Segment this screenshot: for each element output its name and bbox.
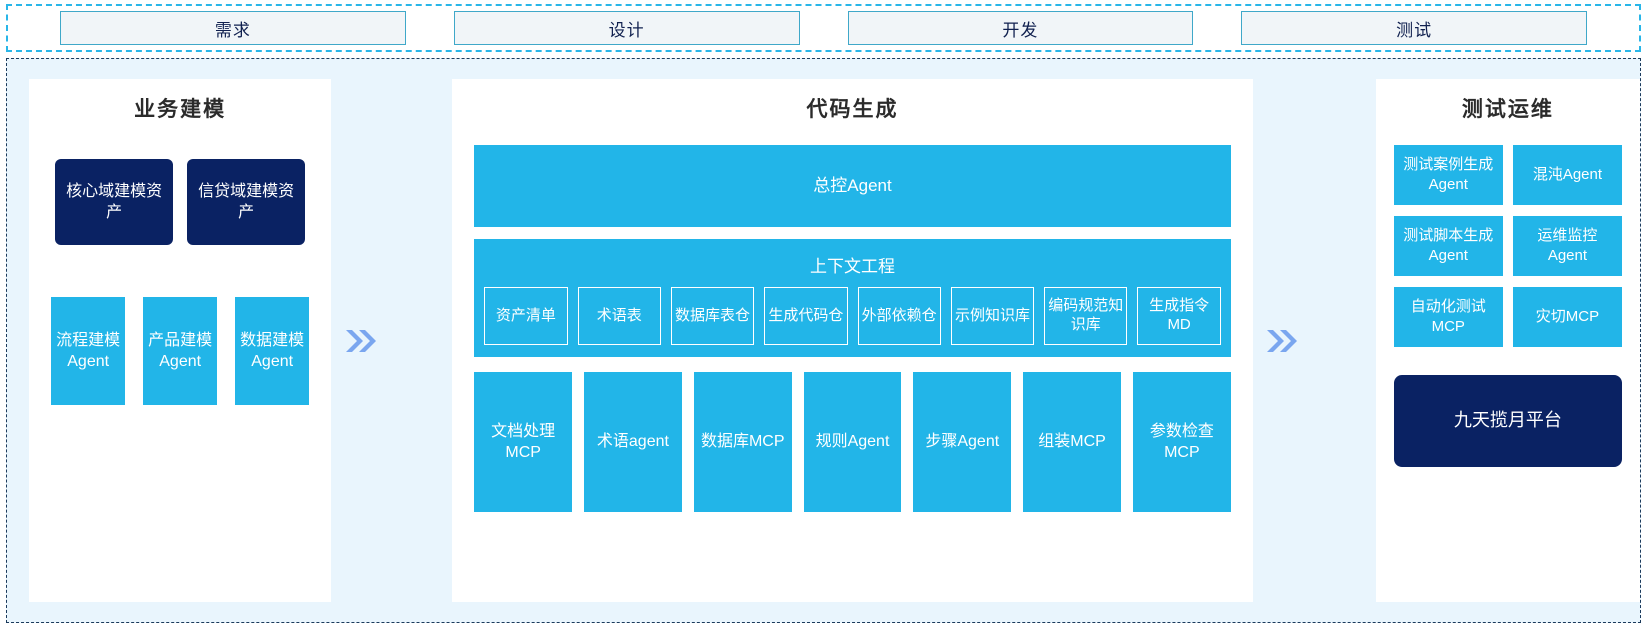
phase-box-testing[interactable]: 测试: [1241, 11, 1587, 45]
main-region: 业务建模 核心域建模资产 信贷域建模资产 流程建模Agent 产品建模Agent…: [6, 58, 1641, 623]
phase-box-development[interactable]: 开发: [847, 11, 1194, 45]
panel-title: 业务建模: [134, 98, 227, 121]
context-item-label: 编码规范知识库: [1048, 297, 1124, 333]
business-agent-group: 流程建模Agent 产品建模Agent 数据建模Agent: [29, 297, 331, 405]
platform-label: 九天揽月平台: [1453, 410, 1562, 431]
agent-data-modeling[interactable]: 数据建模Agent: [235, 297, 310, 405]
agent-process-modeling[interactable]: 流程建模Agent: [51, 297, 126, 405]
context-item-generated-code-repo[interactable]: 生成代码仓: [764, 287, 848, 345]
panel-code-generation: 代码生成 总控Agent 上下文工程 资产清单 术语表: [452, 79, 1253, 602]
asset-label: 核心域建模资产: [66, 182, 163, 221]
phase-box-requirements[interactable]: 需求: [60, 11, 406, 45]
context-item-generation-instruction-md[interactable]: 生成指令MD: [1137, 287, 1221, 345]
tool-assembly-mcp[interactable]: 组装MCP: [1023, 372, 1121, 512]
context-item-glossary[interactable]: 术语表: [577, 287, 661, 345]
code-generation-body: 总控Agent 上下文工程 资产清单 术语表 数据库表仓: [452, 145, 1253, 512]
context-item-label: 数据库表仓: [675, 306, 751, 324]
tool-label: 文档处理MCP: [491, 422, 556, 461]
asset-core-domain[interactable]: 核心域建模资产: [55, 159, 174, 245]
context-item-asset-list[interactable]: 资产清单: [484, 287, 568, 345]
tool-label: 规则Agent: [815, 433, 890, 451]
context-item-label: 外部依赖仓: [861, 306, 937, 324]
agent-label: 产品建模Agent: [148, 331, 213, 370]
context-item-db-table-repo[interactable]: 数据库表仓: [670, 287, 755, 345]
test-script-generation-agent[interactable]: 测试脚本生成Agent: [1393, 216, 1503, 276]
tool-parameter-check-mcp[interactable]: 参数检查MCP: [1132, 372, 1231, 512]
context-item-label: 生成指令MD: [1149, 297, 1210, 333]
operations-monitoring-agent[interactable]: 运维监控Agent: [1512, 216, 1622, 276]
context-item-label: 生成代码仓: [768, 306, 844, 324]
tool-group: 文档处理MCP 术语agent 数据库MCP 规则Agent 步骤Agent: [474, 372, 1231, 512]
phase-label: 测试: [1396, 20, 1433, 40]
context-item-label: 示例知识库: [954, 306, 1030, 324]
context-item-coding-standard-knowledge-base[interactable]: 编码规范知识库: [1044, 287, 1128, 345]
double-chevron-right-icon: [331, 59, 390, 622]
asset-credit-domain[interactable]: 信贷域建模资产: [187, 159, 306, 245]
tool-step-agent[interactable]: 步骤Agent: [913, 372, 1012, 512]
disaster-switch-mcp[interactable]: 灾切MCP: [1512, 287, 1622, 347]
chaos-agent[interactable]: 混沌Agent: [1512, 145, 1622, 205]
tool-label: 数据库MCP: [700, 433, 785, 451]
tool-document-processing-mcp[interactable]: 文档处理MCP: [474, 372, 573, 512]
master-agent-label: 总控Agent: [813, 175, 892, 195]
tool-glossary-agent[interactable]: 术语agent: [584, 372, 682, 512]
item-label: 运维监控Agent: [1537, 226, 1598, 264]
context-item-label: 资产清单: [495, 306, 556, 324]
item-label: 自动化测试MCP: [1410, 297, 1486, 335]
context-item-example-knowledge-base[interactable]: 示例知识库: [950, 287, 1035, 345]
context-item-external-dependency-repo[interactable]: 外部依赖仓: [857, 287, 941, 345]
tool-label: 参数检查MCP: [1149, 422, 1214, 461]
item-label: 测试案例生成Agent: [1403, 155, 1494, 193]
phase-label: 需求: [214, 20, 251, 40]
panel-test-operations: 测试运维 测试案例生成Agent 混沌Agent 测试脚本生成Agent 运维监…: [1375, 79, 1640, 602]
tool-rule-agent[interactable]: 规则Agent: [803, 372, 902, 512]
agent-product-modeling[interactable]: 产品建模Agent: [143, 297, 218, 405]
platform-jiutian-lanyue[interactable]: 九天揽月平台: [1393, 375, 1622, 467]
phase-box-design[interactable]: 设计: [453, 11, 800, 45]
business-asset-group: 核心域建模资产 信贷域建模资产: [29, 159, 331, 245]
phase-label: 开发: [1002, 20, 1039, 40]
test-operations-body: 测试案例生成Agent 混沌Agent 测试脚本生成Agent 运维监控Agen…: [1376, 145, 1640, 467]
agent-label: 数据建模Agent: [240, 331, 305, 370]
phase-label: 设计: [608, 20, 645, 40]
context-item-group: 资产清单 术语表 数据库表仓 生成代码仓 外部依赖仓: [484, 287, 1221, 345]
automated-test-mcp[interactable]: 自动化测试MCP: [1393, 287, 1503, 347]
panel-business-modeling: 业务建模 核心域建模资产 信贷域建模资产 流程建模Agent 产品建模Agent…: [29, 79, 332, 602]
item-label: 灾切MCP: [1535, 307, 1600, 325]
context-item-label: 术语表: [596, 306, 642, 324]
panel-title: 测试运维: [1461, 98, 1554, 121]
item-label: 混沌Agent: [1532, 165, 1603, 183]
tool-label: 步骤Agent: [925, 433, 1000, 451]
asset-label: 信贷域建模资产: [198, 182, 295, 221]
double-chevron-right-icon: [1253, 59, 1312, 622]
item-label: 测试脚本生成Agent: [1403, 226, 1494, 264]
test-case-generation-agent[interactable]: 测试案例生成Agent: [1393, 145, 1503, 205]
agent-label: 流程建模Agent: [56, 331, 121, 370]
test-operations-grid: 测试案例生成Agent 混沌Agent 测试脚本生成Agent 运维监控Agen…: [1393, 145, 1622, 347]
phase-band: 需求 设计 开发 测试: [6, 4, 1641, 52]
tool-database-mcp[interactable]: 数据库MCP: [693, 372, 792, 512]
context-engineering-block: 上下文工程 资产清单 术语表 数据库表仓 生成代码仓: [474, 239, 1231, 357]
context-engineering-title: 上下文工程: [810, 257, 896, 276]
panel-title: 代码生成: [806, 98, 899, 121]
tool-label: 术语agent: [596, 433, 669, 451]
master-control-agent[interactable]: 总控Agent: [474, 145, 1231, 227]
tool-label: 组装MCP: [1038, 433, 1106, 451]
